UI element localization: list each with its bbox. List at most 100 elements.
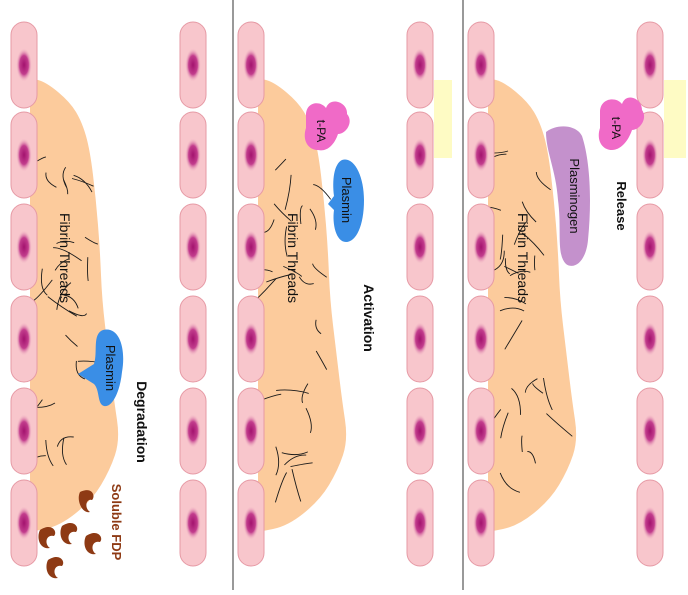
nucleus-icon (185, 138, 201, 172)
endothelial-cell (406, 111, 434, 199)
endothelial-cell (179, 21, 207, 109)
panel-activation: Fibrin Threads t-PA Plasmin Activation (285, 101, 377, 352)
endothelial-cell (406, 387, 434, 475)
blood-clot (30, 78, 119, 532)
nucleus-icon (243, 138, 259, 172)
stage-label-release: Release (614, 181, 629, 230)
yellow-patch-activation (434, 80, 452, 158)
fdp-fragment-icon (38, 526, 56, 549)
nucleus-icon (243, 230, 259, 264)
tpa-enzyme: t-PA (598, 97, 645, 150)
endothelial-cell (636, 479, 664, 567)
yellow-patch-release (664, 80, 686, 158)
nucleus-icon (642, 322, 658, 356)
endothelial-cell (179, 295, 207, 383)
nucleus-icon (473, 138, 489, 172)
endothelial-cell (636, 111, 664, 199)
panel-degradation: Fibrin Threads Plasmin Degradation Solub… (38, 213, 150, 579)
plasmin-enzyme: Plasmin (328, 159, 364, 242)
blood-clot (258, 78, 347, 532)
nucleus-icon (642, 230, 658, 264)
endothelial-cell (237, 295, 265, 383)
endothelial-cell (179, 203, 207, 291)
nucleus-icon (185, 506, 201, 540)
plasminogen-label: Plasminogen (567, 158, 582, 233)
nucleus-icon (16, 230, 32, 264)
endothelial-cell (467, 21, 495, 109)
plasmin-label: Plasmin (339, 177, 354, 223)
nucleus-icon (185, 322, 201, 356)
nucleus-icon (16, 322, 32, 356)
nucleus-icon (243, 506, 259, 540)
endothelial-cell (237, 111, 265, 199)
endothelial-cell (10, 387, 38, 475)
nucleus-icon (412, 230, 428, 264)
endothelial-cell (636, 295, 664, 383)
nucleus-icon (185, 48, 201, 82)
endothelial-cell (179, 479, 207, 567)
clot-label: Fibrin Threads (285, 213, 301, 303)
endothelial-cell (636, 21, 664, 109)
plasminogen-molecule: Plasminogen (546, 126, 590, 266)
endothelial-cell (406, 203, 434, 291)
clot-label: Fibrin Threads (515, 213, 531, 303)
nucleus-icon (412, 414, 428, 448)
tpa-label: t-PA (609, 117, 623, 139)
nucleus-icon (473, 48, 489, 82)
endothelial-cell (179, 387, 207, 475)
plasmin-enzyme: Plasmin (78, 329, 124, 407)
endothelial-cell (10, 203, 38, 291)
nucleus-icon (16, 506, 32, 540)
nucleus-icon (642, 48, 658, 82)
endothelial-cell (636, 203, 664, 291)
stage-label-activation: Activation (361, 284, 377, 352)
endothelial-cell (406, 295, 434, 383)
plasmin-label: Plasmin (103, 345, 118, 391)
nucleus-icon (185, 230, 201, 264)
endothelial-cell (179, 111, 207, 199)
endothelial-cell (467, 203, 495, 291)
nucleus-icon (642, 138, 658, 172)
nucleus-icon (243, 48, 259, 82)
endothelial-cell (406, 479, 434, 567)
endothelial-cell (237, 203, 265, 291)
endothelial-cell (10, 479, 38, 567)
tpa-label: t-PA (314, 120, 328, 142)
fdp-label: Soluble FDP (109, 484, 124, 561)
endothelial-cell (467, 387, 495, 475)
fdp-fragment-icon (46, 556, 64, 579)
stage-label-degradation: Degradation (134, 381, 150, 463)
fdp-fragment-icon (84, 532, 102, 555)
nucleus-icon (243, 414, 259, 448)
nucleus-icon (642, 506, 658, 540)
panel-release: Fibrin Threads Plasminogen t-PA Release (515, 97, 645, 303)
nucleus-icon (473, 414, 489, 448)
fdp-fragments (38, 490, 102, 579)
endothelial-cell (406, 21, 434, 109)
endothelial-cell (636, 387, 664, 475)
endothelial-cell (237, 387, 265, 475)
endothelial-cell (467, 479, 495, 567)
nucleus-icon (16, 138, 32, 172)
blood-clot (488, 78, 577, 532)
fibrin-threads (248, 158, 332, 503)
nucleus-icon (473, 230, 489, 264)
tpa-enzyme: t-PA (304, 101, 350, 151)
fdp-fragment-icon (60, 522, 78, 545)
nucleus-icon (243, 322, 259, 356)
nucleus-icon (412, 506, 428, 540)
endothelial-cell (10, 21, 38, 109)
endothelial-cell (237, 21, 265, 109)
nucleus-icon (185, 414, 201, 448)
endothelial-cell (10, 295, 38, 383)
nucleus-icon (412, 322, 428, 356)
nucleus-icon (473, 506, 489, 540)
clot-label: Fibrin Threads (57, 213, 73, 303)
endothelial-cell (10, 111, 38, 199)
endothelial-cell (467, 295, 495, 383)
endothelial-cell (467, 111, 495, 199)
nucleus-icon (473, 322, 489, 356)
nucleus-icon (642, 414, 658, 448)
nucleus-icon (412, 138, 428, 172)
